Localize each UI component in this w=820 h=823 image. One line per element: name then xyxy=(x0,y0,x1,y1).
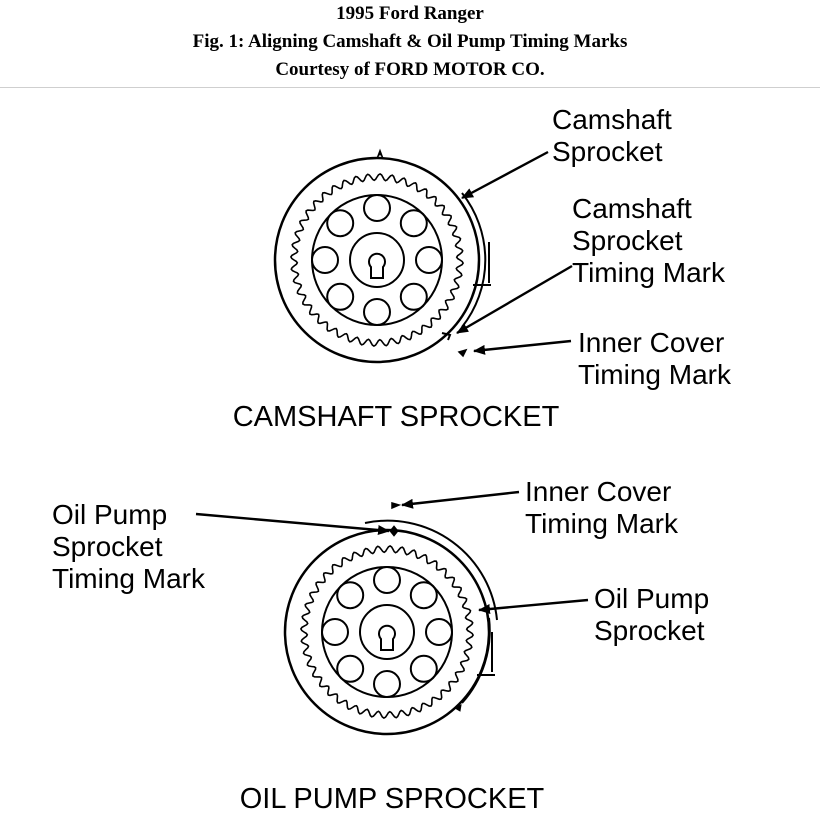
bolt-hole xyxy=(409,581,438,610)
oilpump-cover-arc-right xyxy=(461,617,491,704)
camshaft-outer-rim xyxy=(273,156,481,364)
camshaft-sprocket-drawing xyxy=(273,148,491,364)
oilpump-outer-rim xyxy=(283,528,491,736)
bolt-hole xyxy=(373,670,401,698)
figure-header: 1995 Ford Ranger Fig. 1: Aligning Camsha… xyxy=(0,0,820,88)
bolt-hole xyxy=(415,246,443,274)
oilpump-sprocket-teeth xyxy=(299,544,475,720)
camshaft-cover-timing-mark-icon xyxy=(457,348,468,358)
label-camshaft-sprocket-timing-mark: Camshaft Sprocket Timing Mark xyxy=(572,193,726,288)
camshaft-keyway xyxy=(368,252,386,279)
bolt-hole xyxy=(363,194,391,222)
bolt-hole xyxy=(336,654,365,683)
camshaft-top-notch xyxy=(376,148,384,159)
camshaft-center-bore xyxy=(349,232,405,288)
bolt-hole xyxy=(425,618,453,646)
oilpump-keyway xyxy=(378,624,396,651)
oilpump-cover-timing-mark-icon xyxy=(391,502,402,510)
oilpump-sprocket-drawing xyxy=(283,502,498,736)
camshaft-bolt-holes xyxy=(311,194,443,326)
bolt-hole xyxy=(409,654,438,683)
camshaft-cover-arc xyxy=(461,192,487,328)
leader-camshaft-sprocket xyxy=(461,150,549,200)
bolt-hole xyxy=(326,282,355,311)
oilpump-sprocket-timing-mark-icon xyxy=(389,525,399,537)
label-camshaft-sprocket: Camshaft Sprocket xyxy=(552,104,680,167)
label-oilpump-sprocket-timing-mark: Oil Pump Sprocket Timing Mark xyxy=(52,499,206,594)
bolt-hole xyxy=(363,298,391,326)
bolt-hole xyxy=(399,282,428,311)
camshaft-sprocket-timing-mark-icon xyxy=(441,332,452,341)
oilpump-cover-arc-top xyxy=(364,519,498,621)
bolt-hole xyxy=(336,581,365,610)
title-camshaft-sprocket: CAMSHAFT SPROCKET xyxy=(233,401,560,433)
leader-oilpump-sprocket xyxy=(478,598,589,614)
label-camshaft-inner-cover-timing-mark: Inner Cover Timing Mark xyxy=(578,327,732,390)
bolt-hole xyxy=(399,209,428,238)
bolt-hole xyxy=(326,209,355,238)
oilpump-bottom-mark-icon xyxy=(453,704,462,712)
header-divider xyxy=(0,87,820,88)
oilpump-bolt-holes xyxy=(321,566,453,698)
oilpump-center-bore xyxy=(359,604,415,660)
label-oilpump-inner-cover-timing-mark: Inner Cover Timing Mark xyxy=(525,476,679,539)
leader-camshaft-sprocket-timing-mark xyxy=(456,264,573,335)
camshaft-sprocket-teeth xyxy=(289,172,465,348)
header-figure-title: Fig. 1: Aligning Camshaft & Oil Pump Tim… xyxy=(192,31,628,52)
bolt-hole xyxy=(321,618,349,646)
oilpump-leaders xyxy=(195,490,589,614)
header-vehicle: 1995 Ford Ranger xyxy=(336,3,484,24)
bolt-hole xyxy=(373,566,401,594)
bolt-hole xyxy=(311,246,339,274)
leader-oilpump-cover-timing-mark xyxy=(401,490,520,509)
title-oilpump-sprocket: OIL PUMP SPROCKET xyxy=(240,783,545,815)
label-oilpump-sprocket: Oil Pump Sprocket xyxy=(594,583,717,646)
header-courtesy: Courtesy of FORD MOTOR CO. xyxy=(275,59,545,80)
camshaft-leaders xyxy=(456,150,573,355)
leader-oilpump-sprocket-timing-mark xyxy=(195,512,390,536)
leader-camshaft-cover-timing-mark xyxy=(473,339,572,355)
